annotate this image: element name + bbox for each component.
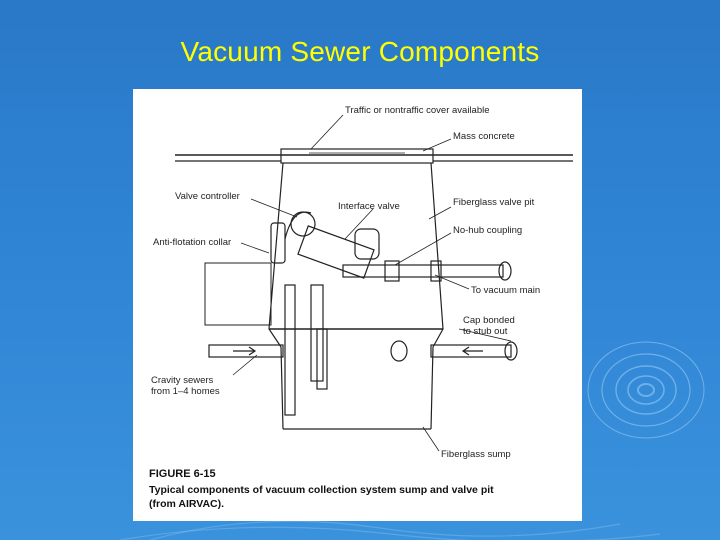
caption-line-1: Typical components of vacuum collection … — [149, 484, 494, 496]
label-interface-valve: Interface valve — [338, 201, 400, 212]
bottom-swirl-decoration — [119, 520, 661, 540]
label-anti-flotation-collar: Anti-flotation collar — [153, 237, 231, 248]
vacuum-sump-diagram: Traffic or nontraffic cover available Ma… — [149, 105, 573, 510]
water-ripple-decoration — [587, 341, 705, 439]
label-fiberglass-sump: Fiberglass sump — [441, 449, 511, 460]
label-cover: Traffic or nontraffic cover available — [345, 105, 490, 116]
caption-figure-number: FIGURE 6-15 — [149, 468, 216, 480]
label-gravity-sewers-2: from 1–4 homes — [151, 386, 220, 397]
figure-image: Traffic or nontraffic cover available Ma… — [133, 89, 582, 521]
slide-title: Vacuum Sewer Components — [180, 36, 540, 67]
label-cap-bonded-1: Cap bonded — [463, 315, 515, 326]
label-gravity-sewers-1: Cravity sewers — [151, 375, 214, 386]
label-to-vacuum-main: To vacuum main — [471, 285, 540, 296]
label-cap-bonded-2: to stub out — [463, 326, 508, 337]
label-valve-controller: Valve controller — [175, 191, 240, 202]
label-mass-concrete: Mass concrete — [453, 131, 515, 142]
caption-line-2: (from AIRVAC). — [149, 498, 224, 510]
label-fiberglass-valve-pit: Fiberglass valve pit — [453, 197, 535, 208]
label-no-hub-coupling: No-hub coupling — [453, 225, 522, 236]
